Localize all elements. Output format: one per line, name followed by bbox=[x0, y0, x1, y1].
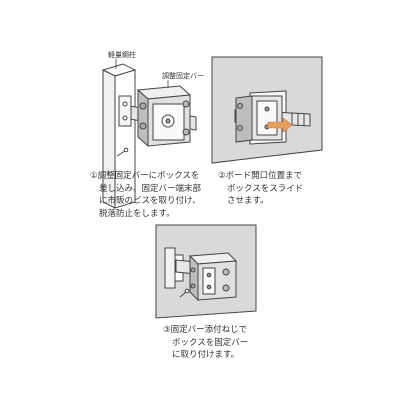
step3-caption-line: に取り付けます。 bbox=[172, 350, 240, 360]
step3-caption-line: ③固定バー添付ねじで bbox=[163, 325, 248, 335]
step1-caption-line: に市販のビスを取り付け、 bbox=[99, 196, 201, 206]
step1-caption: ①調整固定バーにボックスを 差し込み、固定バー端末部 に市販のビスを取り付け、 … bbox=[90, 170, 201, 220]
step1-caption-line: 脱落防止をします。 bbox=[99, 208, 175, 219]
step1-caption-line: ①調整固定バーにボックスを bbox=[90, 171, 200, 181]
screw-icon bbox=[116, 147, 129, 157]
step2-caption: ②ボード開口位置まで ボックスをスライド させます。 bbox=[218, 170, 303, 208]
outlet-box bbox=[136, 85, 192, 148]
step3-caption: ③固定バー添付ねじで ボックスを固定バー に取り付けます。 bbox=[163, 324, 248, 362]
step2-caption-line: ②ボード開口位置まで bbox=[218, 171, 303, 181]
step2-caption-line: ボックスをスライド bbox=[227, 183, 304, 194]
outlet-box bbox=[235, 95, 283, 143]
bar-label: 調整固定バー bbox=[162, 72, 204, 80]
outlet-box bbox=[188, 252, 238, 302]
step2-caption-line: させます。 bbox=[227, 196, 269, 206]
step3-caption-line: ボックスを固定バー bbox=[172, 337, 249, 348]
stud-label: 軽量鋼柱 bbox=[108, 51, 136, 59]
step1-caption-line: 差し込み、固定バー端末部 bbox=[99, 183, 202, 194]
stud-bracket bbox=[118, 95, 132, 127]
slide-arrow-icon bbox=[267, 117, 293, 133]
screw-icon bbox=[179, 288, 190, 298]
